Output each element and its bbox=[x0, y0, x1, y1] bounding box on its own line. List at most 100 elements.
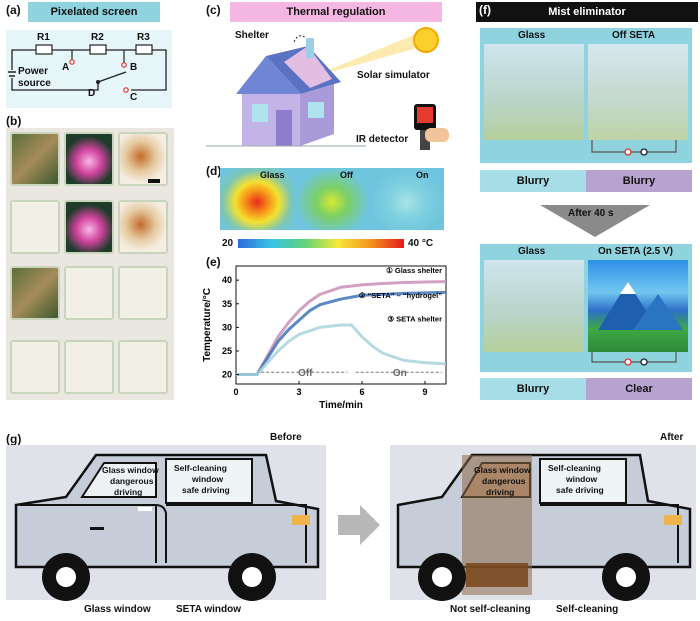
ir-on-image bbox=[370, 168, 444, 230]
mountain-scene bbox=[598, 282, 683, 330]
before-left-line-1: Glass window bbox=[102, 465, 159, 475]
before-after-arrow bbox=[338, 505, 380, 545]
panel-c-header: Thermal regulation bbox=[230, 2, 442, 22]
series-label-1: ① Glass shelter bbox=[386, 266, 442, 275]
power-label: Power bbox=[18, 66, 49, 77]
mist-circuit-top bbox=[591, 140, 677, 156]
ir-off-label: Off bbox=[340, 170, 353, 180]
resistor-r3 bbox=[135, 44, 153, 55]
after-arrow bbox=[540, 205, 650, 237]
panel-b-letter: (b) bbox=[6, 114, 22, 128]
panel-d-letter: (d) bbox=[206, 164, 222, 178]
before-label: Before bbox=[270, 432, 302, 443]
panel-a-letter: (a) bbox=[6, 3, 21, 17]
x-tick-label: 3 bbox=[296, 387, 301, 397]
source-label: source bbox=[18, 78, 51, 89]
blank-pixel bbox=[118, 340, 168, 394]
after-right-line-1: Self-cleaning bbox=[548, 463, 601, 473]
r2-label: R2 bbox=[91, 32, 104, 43]
r3-label: R3 bbox=[137, 32, 150, 43]
node-c-label: C bbox=[130, 92, 138, 103]
glass-label-top: Glass bbox=[518, 30, 546, 41]
scale-bar bbox=[148, 179, 160, 183]
sun-icon bbox=[413, 27, 439, 53]
blank-pixel bbox=[64, 266, 114, 320]
caption-self-cleaning: Self-cleaning bbox=[556, 604, 619, 615]
before-right-line-2: window bbox=[192, 474, 224, 484]
glass-window-blurry bbox=[484, 44, 584, 140]
panel-g-letter: (g) bbox=[6, 432, 22, 446]
car-before-svg bbox=[14, 453, 320, 601]
y-axis-label: Temperature/°C bbox=[202, 288, 213, 362]
status-top-glass: Blurry bbox=[480, 170, 586, 192]
series-line-2 bbox=[236, 290, 447, 377]
panel-a-header: Pixelated screen bbox=[28, 2, 160, 22]
panel-e-letter: (e) bbox=[206, 255, 221, 269]
panel-f-title: Mist eliminator bbox=[548, 6, 626, 18]
after-right-line-3: safe driving bbox=[556, 485, 604, 495]
x-tick-label: 9 bbox=[422, 387, 427, 397]
blank-pixel bbox=[10, 340, 60, 394]
y-tick-label: 35 bbox=[222, 299, 232, 309]
series-line-3 bbox=[236, 323, 447, 377]
lotus-pixel bbox=[64, 132, 114, 186]
after-left-line-2: dangerous bbox=[482, 476, 526, 486]
node-a-label: A bbox=[62, 62, 70, 73]
panel-f-header: Mist eliminator bbox=[476, 2, 698, 22]
on-annotation: On bbox=[393, 368, 407, 379]
snail-pixel bbox=[10, 266, 60, 320]
before-right-line-3: safe driving bbox=[182, 485, 230, 495]
ir-images: Glass Off On bbox=[220, 168, 444, 230]
caption-glass-window: Glass window bbox=[84, 604, 151, 615]
plot-frame bbox=[235, 265, 447, 385]
thermal-scene bbox=[206, 27, 449, 150]
before-left-line-3: driving bbox=[114, 487, 143, 497]
seta-window-off bbox=[588, 44, 688, 140]
r1-label: R1 bbox=[37, 32, 50, 43]
scale-max-label: 40 °C bbox=[408, 238, 434, 249]
x-axis-label: Time/min bbox=[319, 400, 363, 411]
panel-f-letter: (f) bbox=[479, 3, 491, 17]
scale-min-label: 20 bbox=[222, 238, 234, 249]
lotus-pixel bbox=[64, 200, 114, 254]
pixel-screen-photos bbox=[6, 128, 174, 400]
ir-on-label: On bbox=[416, 170, 429, 180]
ir-label: IR detector bbox=[356, 134, 409, 145]
blank-pixel bbox=[118, 266, 168, 320]
before-right-line-1: Self-cleaning bbox=[174, 463, 227, 473]
butterfly-pixel bbox=[118, 132, 168, 186]
series-label-3: ③ SETA shelter bbox=[387, 315, 442, 324]
glass-window-blurry-after bbox=[484, 260, 584, 352]
snail-pixel bbox=[10, 132, 60, 186]
blank-pixel bbox=[10, 200, 60, 254]
status-top-seta: Blurry bbox=[586, 170, 692, 192]
circuit-svg bbox=[8, 44, 167, 93]
mist-frame-before: Glass Off SETA bbox=[480, 28, 692, 163]
series-label-2: ② “SETA” – “hydrogel” bbox=[359, 291, 443, 300]
ir-glass-image bbox=[220, 168, 294, 230]
resistor-r2 bbox=[89, 44, 107, 55]
panel-a-title: Pixelated screen bbox=[50, 6, 138, 18]
after-40s-label: After 40 s bbox=[568, 208, 614, 219]
butterfly-pixel bbox=[118, 200, 168, 254]
after-left-line-3: driving bbox=[486, 487, 515, 497]
x-tick-label: 0 bbox=[233, 387, 238, 397]
ir-off-image bbox=[295, 168, 369, 230]
on-seta-label: On SETA (2.5 V) bbox=[598, 246, 674, 257]
off-seta-label: Off SETA bbox=[612, 30, 656, 41]
glass-label-bottom: Glass bbox=[518, 246, 546, 257]
car-after-svg bbox=[396, 453, 692, 601]
mist-circuit-bottom bbox=[591, 352, 677, 366]
x-tick-label: 6 bbox=[359, 387, 364, 397]
off-annotation: Off bbox=[298, 368, 313, 379]
caption-not-self-cleaning: Not self-cleaning bbox=[450, 604, 531, 615]
ir-glass-label: Glass bbox=[260, 170, 285, 180]
resistor-r1 bbox=[35, 44, 53, 55]
y-tick-label: 30 bbox=[222, 322, 232, 332]
status-bottom-seta: Clear bbox=[586, 378, 692, 400]
panel-c-title: Thermal regulation bbox=[286, 6, 386, 18]
shelter-label: Shelter bbox=[235, 30, 269, 41]
node-d-label: D bbox=[88, 88, 96, 99]
y-tick-label: 25 bbox=[222, 346, 232, 356]
